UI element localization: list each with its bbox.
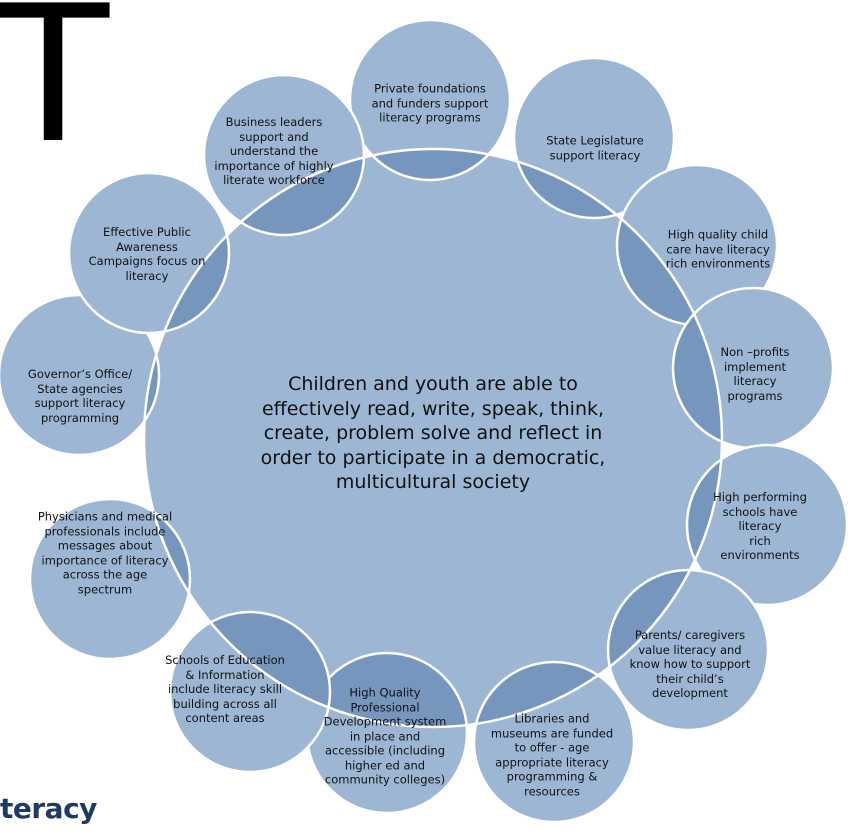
partial-logo-letter: T	[0, 0, 115, 183]
center-circle-outline	[142, 147, 724, 729]
node-label-professional-development: High Quality Professional Development sy…	[323, 685, 447, 787]
node-overlap-professional-development	[305, 651, 469, 727]
node-label-governors-office: Governor’s Office/ State agencies suppor…	[27, 367, 133, 425]
node-label-private-foundations: Private foundations and funders support …	[371, 81, 489, 125]
center-goal-text: Children and youth are able to effective…	[260, 372, 606, 493]
node-overlap-governors-office	[144, 293, 161, 457]
node-label-business-leaders: Business leaders support and understand …	[214, 114, 334, 187]
node-label-non-profits: Non –profits implement literacy programs	[720, 345, 790, 403]
node-label-physicians: Physicians and medical professionals inc…	[37, 509, 173, 597]
node-overlap-high-performing-schools	[685, 443, 722, 607]
node-overlap-private-foundations	[348, 149, 512, 182]
center-circle	[144, 149, 722, 727]
node-label-libraries-museums: Libraries and museums are funded to offe…	[490, 711, 614, 799]
node-label-public-awareness: Effective Public Awareness Campaigns foc…	[88, 225, 206, 283]
node-label-child-care: High quality child care have literacy ri…	[665, 227, 771, 271]
node-label-state-legislature: State Legislature support literacy	[546, 133, 644, 163]
partial-brand-text: teracy	[0, 792, 97, 825]
node-label-parents-caregivers: Parents/ caregivers value literacy and k…	[629, 627, 751, 700]
node-label-schools-of-education: Schools of Education & Information inclu…	[165, 652, 285, 725]
node-label-high-performing-schools: High performing schools have literacy ri…	[713, 489, 807, 562]
